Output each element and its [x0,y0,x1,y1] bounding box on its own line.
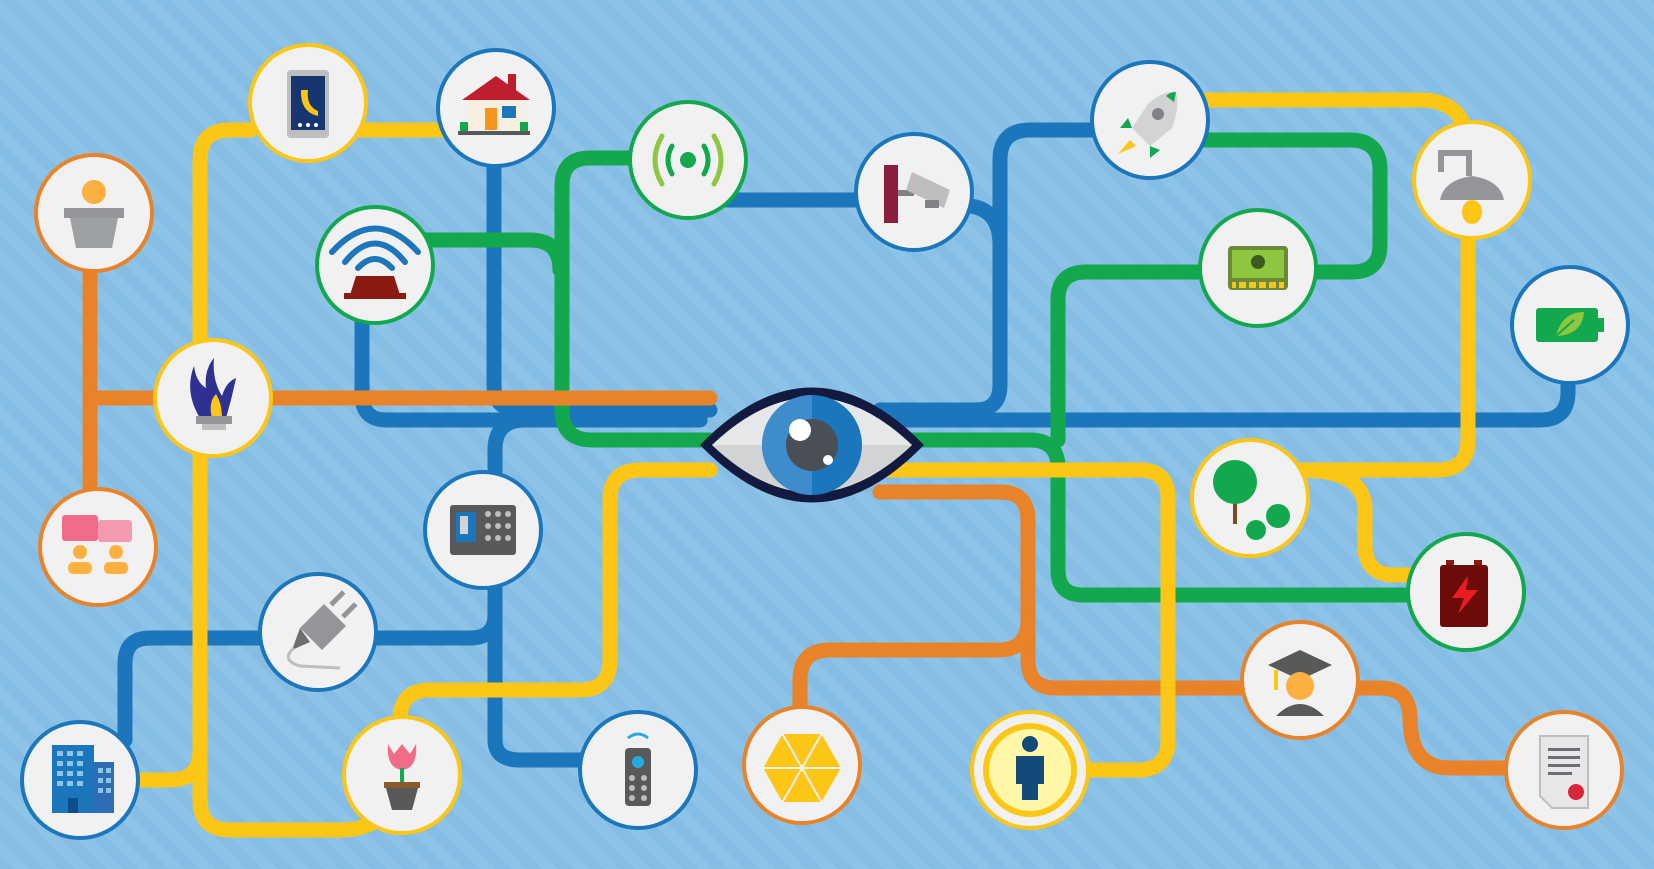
flame-torch-icon [190,358,236,430]
blue-line-main-right [872,312,1576,428]
office-building-node[interactable] [20,720,140,840]
office-building-icon [52,745,114,813]
rocket-icon [1118,91,1178,158]
smart-home-icon [458,74,530,135]
power-plug-icon [286,590,358,670]
smartphone-icon [287,70,329,138]
blue-line-building [117,630,278,748]
nodes [20,43,1630,840]
alarm-siren-node[interactable] [315,205,435,325]
central-eye-node [700,387,924,503]
street-lamp-node[interactable] [1412,120,1532,240]
green-line-rocket-circuit [1182,132,1388,280]
orange-line-right [872,484,1528,776]
smartphone-node[interactable] [248,43,368,163]
security-camera-node[interactable] [854,132,974,252]
speaker-podium-node[interactable] [34,153,154,273]
wireless-signal-node[interactable] [628,100,748,220]
trees-node[interactable] [1190,438,1310,558]
graduate-icon [1268,650,1332,716]
blue-line-keypad [487,412,708,768]
blue-line-plug [362,607,503,646]
keypad-lock-icon [450,505,516,555]
document-seal-icon [1539,735,1589,809]
smart-home-node[interactable] [436,48,556,168]
street-lamp-icon [1438,150,1504,224]
yellow-line-building [132,742,208,788]
battery-charge-icon [1440,560,1488,627]
remote-control-icon [625,732,651,806]
trees-icon [1213,460,1290,540]
circuit-board-icon [1228,246,1288,290]
power-plug-node[interactable] [258,572,378,692]
person-icon [1016,736,1044,800]
chat-people-icon [62,515,132,574]
green-line-signal [554,150,718,448]
alarm-siren-icon [329,225,421,299]
speaker-podium-icon [64,180,124,248]
chat-people-node[interactable] [38,487,158,607]
flame-torch-node[interactable] [153,338,273,458]
eco-battery-node[interactable] [1510,265,1630,385]
graduate-node[interactable] [1240,620,1360,740]
yellow-line-battery [1292,462,1428,583]
green-line-siren [412,232,568,278]
person-node[interactable] [970,710,1090,830]
eco-battery-icon [1536,308,1604,342]
remote-control-node[interactable] [578,710,698,830]
solar-hexagon-node[interactable] [742,705,862,825]
tulip-pot-node[interactable] [342,715,462,835]
blue-line-rocket [992,122,1108,258]
yellow-line-person [872,462,1176,778]
rocket-node[interactable] [1090,60,1210,180]
green-line-main-right [872,432,1428,603]
solar-hexagon-icon [760,732,844,804]
yellow-line-tulip [392,462,718,768]
wireless-signal-icon [652,133,724,187]
battery-charge-node[interactable] [1406,532,1526,652]
orange-line-hex [792,612,1036,768]
green-line-circuit [1050,264,1208,448]
tulip-pot-icon [384,744,420,810]
circuit-board-node[interactable] [1198,208,1318,328]
security-camera-icon [884,165,950,223]
document-seal-node[interactable] [1504,710,1624,830]
central-eye-icon [762,395,862,495]
keypad-lock-node[interactable] [423,470,543,590]
